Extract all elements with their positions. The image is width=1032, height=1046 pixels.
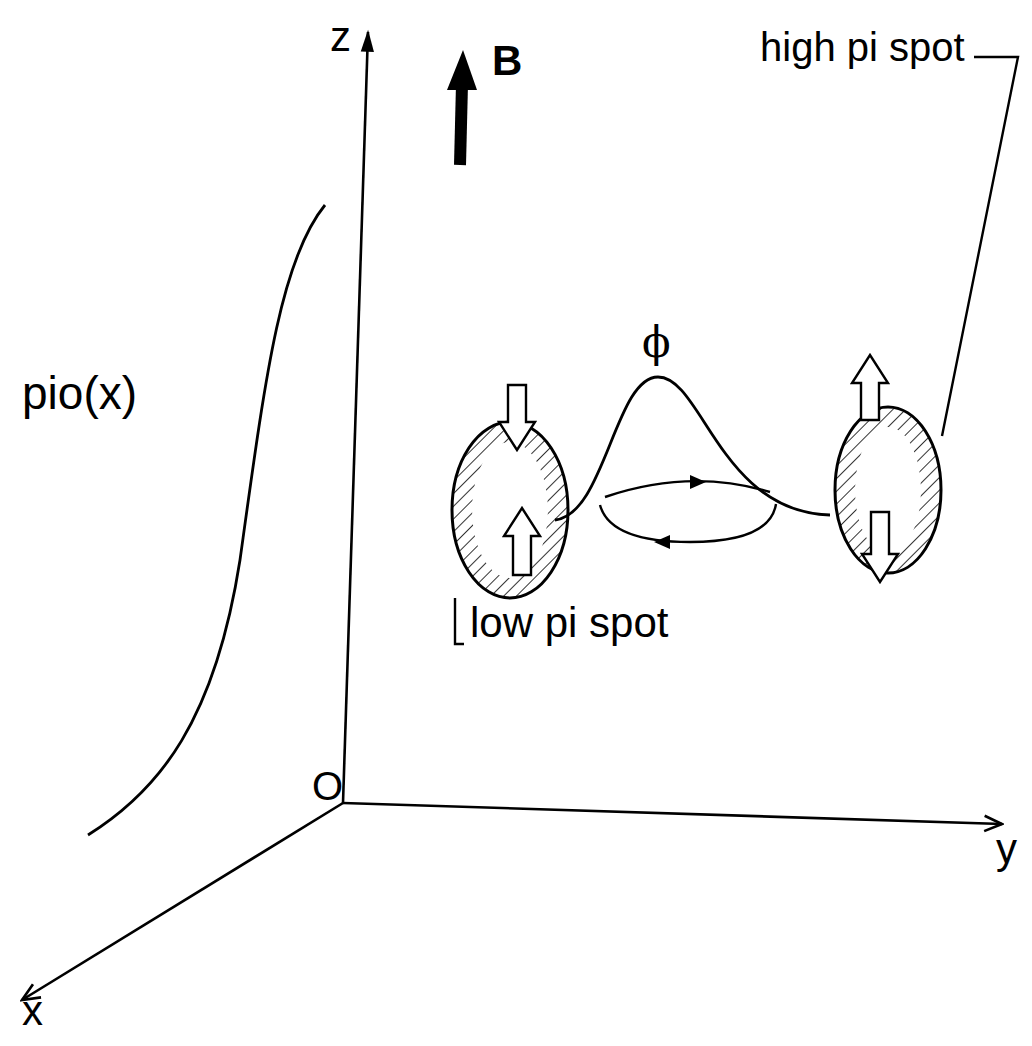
label-anchor: x (22, 990, 43, 1032)
leader-line (942, 57, 1018, 436)
flow-block-arrow (499, 385, 535, 450)
flow-block-arrow (852, 355, 888, 420)
flow-arc (600, 504, 776, 542)
axis-label: z (330, 16, 351, 58)
y-axis (343, 803, 1002, 824)
z-axis (343, 32, 368, 803)
label-anchor: ϕ (642, 322, 671, 364)
profile-label: pio(x) (22, 370, 137, 416)
label-anchor: z (330, 16, 351, 58)
spot-region: low pi spot (450, 420, 570, 600)
label-anchor: y (996, 828, 1017, 870)
field-arrow-head (447, 50, 477, 90)
label-anchor: B (492, 40, 522, 82)
label-anchor: O (312, 766, 343, 806)
axis-label: y (996, 828, 1017, 870)
spot-region: high pi spot (833, 405, 943, 575)
spot-core (472, 442, 548, 578)
origin-label: O (312, 766, 343, 806)
x-axis (22, 803, 343, 1000)
flow-block-arrow (862, 512, 898, 582)
hatched-ring (452, 422, 568, 598)
spot-outline (833, 405, 943, 575)
pressure-profile (88, 205, 325, 835)
field-label: B (492, 40, 522, 82)
flow-arc (605, 481, 770, 497)
label-anchor: pio(x) (22, 370, 137, 416)
leader-line (455, 598, 464, 644)
spot-label: high pi spot (760, 25, 965, 69)
field-arrow (460, 84, 462, 165)
potential-curve (555, 377, 830, 520)
potential-label: ϕ (642, 322, 671, 364)
flow-block-arrow (504, 508, 540, 575)
axis-label: x (22, 990, 43, 1032)
spot-outline (450, 420, 570, 600)
flow-arrowhead (690, 475, 706, 489)
spot-label: low pi spot (470, 600, 668, 646)
flow-arrowhead (654, 535, 670, 549)
